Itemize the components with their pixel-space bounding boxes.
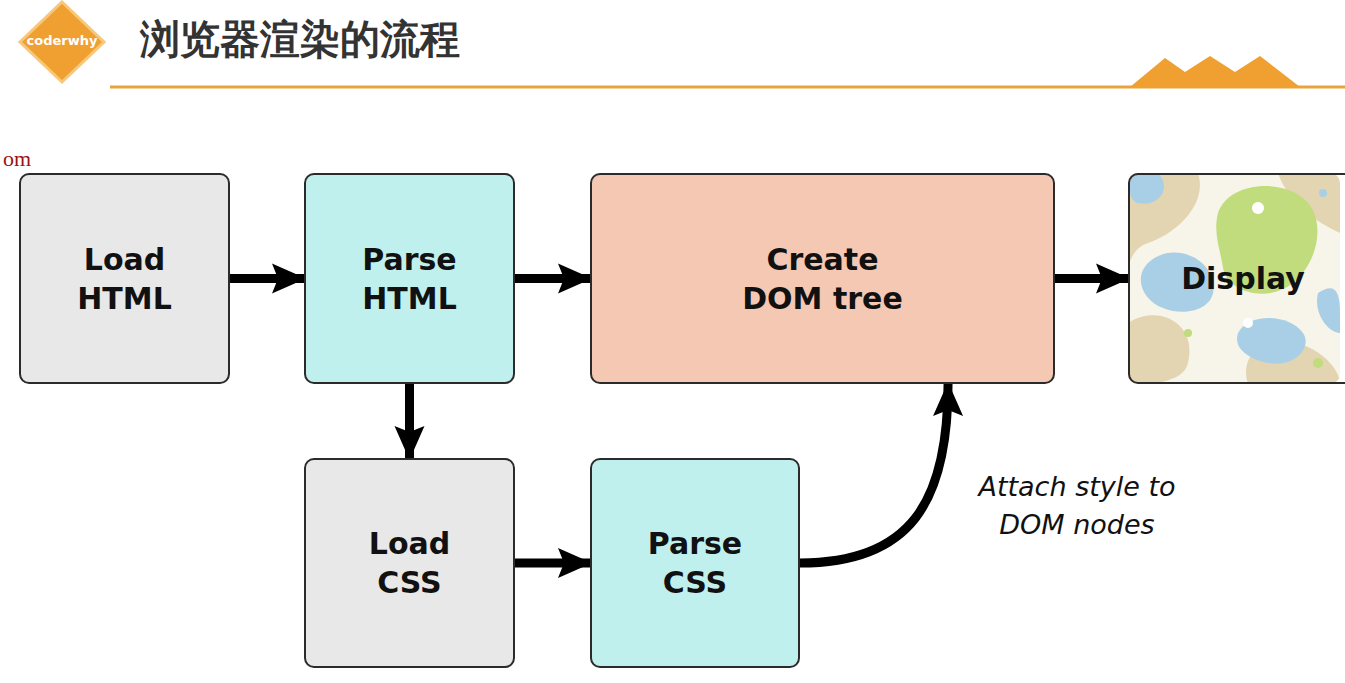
edge-label: Attach style to DOM nodes bbox=[962, 468, 1192, 544]
node-label: Load HTML bbox=[60, 240, 190, 318]
flow-arrow bbox=[515, 559, 590, 568]
process-box: Load HTML bbox=[19, 173, 230, 384]
flow-arrow bbox=[515, 274, 590, 283]
process-box: Parse CSS bbox=[590, 458, 800, 668]
node-label: Parse CSS bbox=[630, 524, 760, 602]
process-box: Load CSS bbox=[304, 458, 515, 668]
logo-text: coderwhy bbox=[20, 33, 104, 48]
node-label: Parse HTML bbox=[345, 240, 475, 318]
flow-arrow bbox=[405, 384, 414, 458]
text-fragment: om bbox=[3, 146, 31, 172]
process-box: Parse HTML bbox=[304, 173, 515, 384]
flow-arrow bbox=[230, 274, 304, 283]
flow-arrow bbox=[800, 384, 948, 563]
process-box: Create DOM tree bbox=[590, 173, 1055, 384]
title-mountains bbox=[1130, 56, 1300, 87]
node-label: Load CSS bbox=[345, 524, 475, 602]
slide-title: 浏览器渲染的流程 bbox=[140, 12, 460, 67]
logo-diamond bbox=[20, 2, 104, 82]
display-box: Display bbox=[1128, 173, 1345, 384]
node-label: Create DOM tree bbox=[723, 240, 923, 318]
node-label: Display bbox=[1148, 259, 1338, 298]
flow-arrow bbox=[1055, 274, 1128, 283]
